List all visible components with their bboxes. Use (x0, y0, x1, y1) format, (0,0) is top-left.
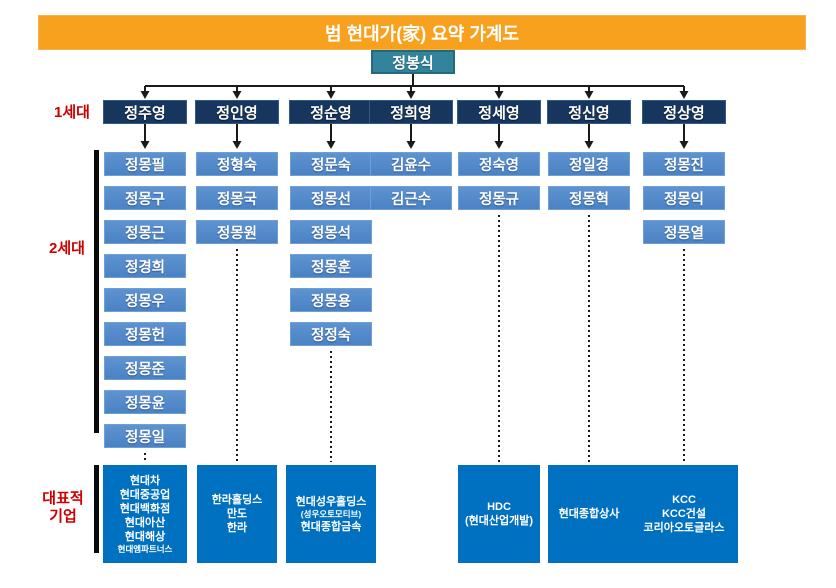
company-name: 만도 (226, 508, 248, 520)
gen2-box: 정몽혁 (548, 186, 630, 210)
company-name: 한라 (226, 522, 248, 534)
representative-companies-label: 대표적 기업 (42, 490, 84, 525)
gen1-box: 정세영 (457, 100, 541, 124)
gen2-box: 김근수 (370, 186, 452, 210)
company-name: 현대엠파트너스 (117, 543, 173, 554)
gen2-box: 김윤수 (370, 152, 452, 176)
gen2-box: 정몽국 (196, 186, 278, 210)
gen2-box: 정몽우 (104, 288, 186, 312)
company-name: 현대아산 (124, 516, 166, 529)
gen2-box: 정몽헌 (104, 322, 186, 346)
gen1-box: 정인영 (195, 100, 279, 124)
diagram-title: 범 현대가(家) 요약 가계도 (324, 23, 520, 44)
gen2-box: 정몽윤 (104, 390, 186, 414)
gen2-box: 정몽익 (643, 186, 725, 210)
company-name: 현대차 (129, 474, 161, 487)
company-name: 현대해상 (124, 530, 166, 543)
root-person-name: 정봉식 (392, 54, 434, 72)
gen2-box: 정몽석 (290, 220, 372, 244)
gen2-box: 정일경 (548, 152, 630, 176)
gen2-box: 정몽진 (643, 152, 725, 176)
company-name: 코리아오토글라스 (643, 522, 725, 534)
gen2-box: 정몽원 (196, 220, 278, 244)
company-name: (현대산업개발) (464, 515, 534, 527)
gen1-box: 정순영 (289, 100, 373, 124)
root-person-box: 정봉식 (371, 50, 455, 74)
gen2-box: 정문숙 (290, 152, 372, 176)
gen2-box: 정몽구 (104, 186, 186, 210)
diagram-title-banner: 범 현대가(家) 요약 가계도 (38, 15, 806, 50)
gen2-box: 정형숙 (196, 152, 278, 176)
company-name: KCC (672, 494, 696, 506)
company-name: (성우오토모티브) (300, 508, 362, 519)
gen2-box: 정몽준 (104, 356, 186, 380)
gen1-box: 정신영 (547, 100, 631, 124)
gen2-box: 정몽일 (104, 424, 186, 448)
gen2-box: 정몽열 (643, 220, 725, 244)
companies-bracket-bar (94, 465, 99, 553)
company-name: KCC건설 (661, 508, 707, 520)
company-name: 현대성우홀딩스 (295, 495, 367, 508)
gen2-box: 정몽훈 (290, 254, 372, 278)
company-name: HDC (487, 501, 511, 513)
gen2-box: 정몽필 (104, 152, 186, 176)
company-name: 현대백화점 (119, 502, 171, 515)
gen2-box: 정정숙 (290, 322, 372, 346)
company-box: 현대종합상사 (548, 465, 630, 563)
gen2-box: 정몽규 (458, 186, 540, 210)
gen2-box: 정몽근 (104, 220, 186, 244)
generation1-label: 1세대 (54, 104, 90, 121)
company-name: 한라홀딩스 (211, 494, 263, 506)
gen2-box: 정몽용 (290, 288, 372, 312)
company-name: 현대종합상사 (558, 508, 620, 520)
generation2-bracket-bar (94, 150, 99, 433)
company-name: 현대종합금속 (300, 520, 362, 533)
gen2-box: 정숙영 (458, 152, 540, 176)
company-box: HDC (현대산업개발) (458, 465, 540, 563)
generation2-label: 2세대 (49, 240, 85, 257)
gen1-box: 정희영 (369, 100, 453, 124)
gen2-box: 정몽선 (290, 186, 372, 210)
company-box: 현대성우홀딩스(성우오토모티브)현대종합금속 (286, 465, 376, 563)
gen1-box: 정상영 (642, 100, 726, 124)
gen2-box: 정경희 (104, 254, 186, 278)
gen1-box: 정주영 (103, 100, 187, 124)
company-name: 현대중공업 (119, 488, 171, 501)
